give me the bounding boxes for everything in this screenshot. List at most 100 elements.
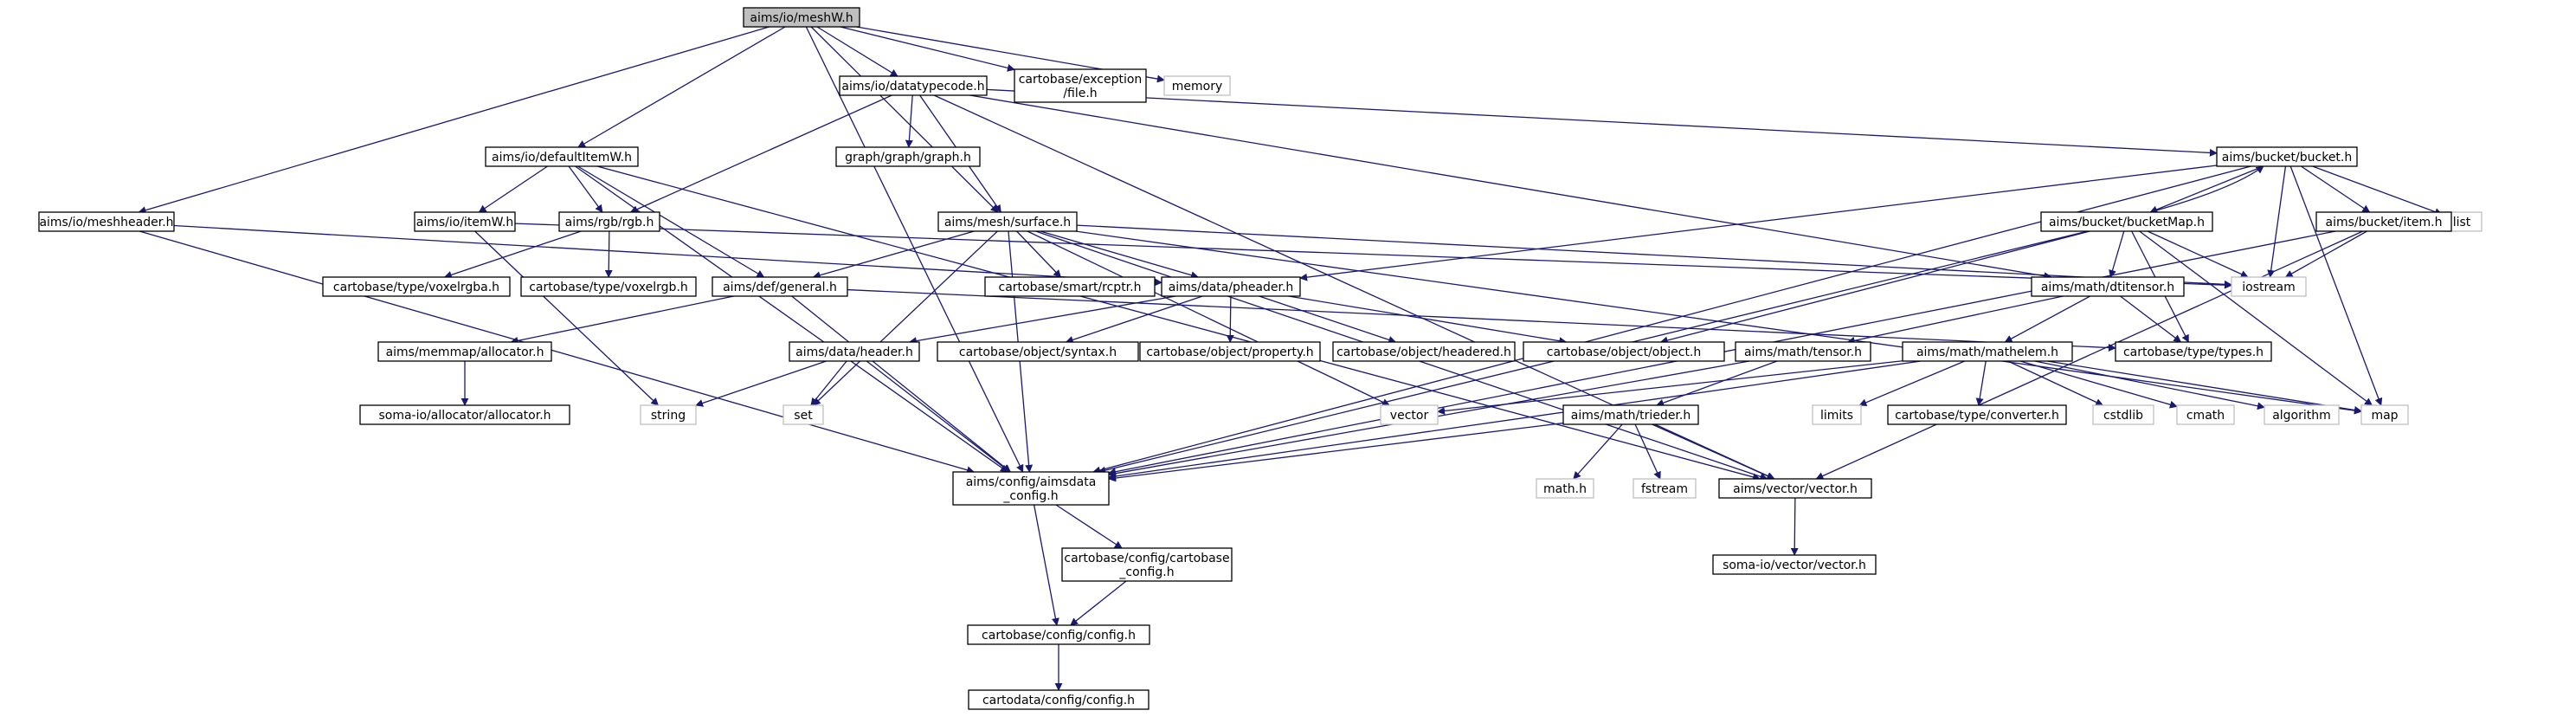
node-label: cartobase/type/converter.h: [1895, 409, 2059, 423]
node-box: [2264, 404, 2340, 425]
node-aims-io-defaultitemw-h[interactable]: aims/io/defaultItemW.h: [485, 146, 639, 167]
node-label: /file.h: [1063, 87, 1097, 100]
node-aims-io-itemw-h[interactable]: aims/io/itemW.h: [414, 211, 516, 232]
edge-surface-to-general: [812, 230, 975, 280]
edge-bucketmap-to-object: [1659, 230, 2090, 345]
node-aims-memmap-allocator-h[interactable]: aims/memmap/allocator.h: [377, 341, 552, 362]
node-aims-def-general-h[interactable]: aims/def/general.h: [712, 276, 848, 297]
node-box: [640, 404, 697, 425]
node-label: cartobase/type/voxelrgb.h: [529, 281, 688, 294]
edge-bucketmap-to-dtitensor: [2109, 230, 2125, 278]
edge-datatypecode-to-dtitensor: [969, 94, 2052, 281]
edge-general-to-aimsdataconfig: [791, 295, 1012, 473]
node-aims-data-header-h[interactable]: aims/data/header.h: [789, 341, 920, 362]
node-aims-io-meshw-h[interactable]: aims/io/meshW.h: [743, 7, 860, 28]
node-cartobase-object-syntax-h[interactable]: cartobase/object/syntax.h: [937, 341, 1139, 362]
node-aims-math-mathelem-h[interactable]: aims/math/mathelem.h: [1902, 341, 2073, 362]
edge-meshheader-to-aimsdataconfig: [138, 230, 975, 475]
node-box: [1633, 478, 1697, 499]
node-aims-math-dtitensor-h[interactable]: aims/math/dtitensor.h: [2031, 276, 2185, 297]
node-vector: vector: [1380, 404, 1439, 425]
node-box: [1061, 547, 1233, 582]
edge-mathelem-to-map: [2047, 360, 2362, 414]
edge-dtitensor-to-mathelem: [2004, 295, 2090, 343]
node-aims-data-pheader-h[interactable]: aims/data/pheader.h: [1161, 276, 1301, 297]
node-aims-rgb-rgb-h[interactable]: aims/rgb/rgb.h: [558, 211, 660, 232]
node-cartobase-exception-file-h[interactable]: cartobase/exception/file.h: [1014, 68, 1147, 103]
node-aims-config-aimsdata-config-h[interactable]: aims/config/aimsdata_config.h: [952, 471, 1110, 506]
edge-header-to-string: [695, 360, 827, 407]
node-cartobase-config-cartobase-config-h[interactable]: cartobase/config/cartobase_config.h: [1061, 547, 1233, 582]
edge-pheader-to-property: [1226, 295, 1234, 343]
edge-surface-to-vector: [1027, 230, 1390, 406]
node-label: aims/io/meshheader.h: [39, 216, 173, 229]
node-aims-bucket-item-h[interactable]: aims/bucket/item.h: [2315, 211, 2452, 232]
node-cartodata-config-config-h[interactable]: cartodata/config/config.h: [968, 689, 1150, 710]
edge-root-to-datatypecode: [816, 26, 898, 77]
node-cartobase-config-config-h[interactable]: cartobase/config/config.h: [967, 624, 1150, 645]
node-label: set: [794, 409, 813, 423]
node-graph-graph-graph-h[interactable]: graph/graph/graph.h: [835, 146, 981, 167]
edge-bucket-to-item: [2301, 165, 2371, 213]
node-aims-vector-vector-h[interactable]: aims/vector/vector.h: [1718, 478, 1872, 499]
node-soma-io-allocator-allocator-h[interactable]: soma-io/allocator/allocator.h: [359, 404, 570, 425]
node-aims-math-tensor-h[interactable]: aims/math/tensor.h: [1735, 341, 1871, 362]
node-label: aims/math/dtitensor.h: [2041, 281, 2174, 294]
node-aims-io-datatypecode-h[interactable]: aims/io/datatypecode.h: [839, 75, 988, 96]
node-cartobase-object-headered-h[interactable]: cartobase/object/headered.h: [1332, 341, 1516, 362]
node-box: [937, 341, 1139, 362]
node-label: cartobase/object/object.h: [1547, 346, 1702, 359]
node-label: aims/math/mathelem.h: [1916, 346, 2058, 359]
node-box: [2315, 211, 2452, 232]
node-label: aims/data/pheader.h: [1169, 281, 1294, 294]
edge-pheader-to-object: [1288, 295, 1568, 346]
node-cartobase-object-property-h[interactable]: cartobase/object/property.h: [1139, 341, 1321, 362]
node-label: string: [651, 409, 686, 423]
node-label: list: [2453, 216, 2471, 229]
node-label: cartobase/config/config.h: [982, 629, 1136, 643]
edge-datatypecode-to-graph: [905, 94, 913, 148]
node-label: aims/bucket/item.h: [2326, 216, 2443, 229]
node-aims-math-trieder-h[interactable]: aims/math/trieder.h: [1562, 404, 1699, 425]
node-label: fstream: [1641, 482, 1688, 496]
edge-bucket-to-bucketmap: [2149, 165, 2264, 214]
edge-general-to-allocator: [510, 295, 734, 345]
node-aims-io-meshheader-h[interactable]: aims/io/meshheader.h: [38, 211, 175, 232]
node-cartobase-smart-rcptr-h[interactable]: cartobase/smart/rcptr.h: [984, 276, 1156, 297]
node-label: aims/math/trieder.h: [1571, 409, 1690, 423]
node-label: _config.h: [1002, 489, 1058, 503]
node-box: [2231, 276, 2307, 297]
node-label: soma-io/vector/vector.h: [1723, 559, 1866, 572]
node-label: cartobase/type/voxelrgba.h: [333, 281, 499, 294]
node-box: [712, 276, 848, 297]
edge-header-to-aimsdataconfig: [866, 360, 1011, 473]
node-cartobase-type-converter-h[interactable]: cartobase/type/converter.h: [1887, 404, 2067, 425]
node-aims-mesh-surface-h[interactable]: aims/mesh/surface.h: [937, 211, 1078, 232]
node-box: [2040, 211, 2213, 232]
edge-dtitensor-to-tensor: [1846, 295, 2064, 345]
node-label: soma-io/allocator/allocator.h: [378, 409, 551, 423]
edge-pheader-to-syntax: [1065, 295, 1203, 344]
edge-root-to-aimsdataconfig: [805, 26, 1024, 473]
node-cartobase-type-voxelrgba-h[interactable]: cartobase/type/voxelrgba.h: [322, 276, 511, 297]
edge-mathelem-to-vector: [1437, 360, 1903, 415]
node-label: aims/mesh/surface.h: [944, 216, 1071, 229]
node-memory: memory: [1163, 75, 1231, 96]
node-soma-io-vector-vector-h[interactable]: soma-io/vector/vector.h: [1712, 554, 1877, 575]
node-box: [377, 341, 552, 362]
node-aims-bucket-bucketmap-h[interactable]: aims/bucket/bucketMap.h: [2040, 211, 2213, 232]
node-cartobase-type-voxelrgb-h[interactable]: cartobase/type/voxelrgb.h: [520, 276, 697, 297]
node-label: limits: [1820, 409, 1853, 423]
node-cartobase-type-types-h[interactable]: cartobase/type/types.h: [2115, 341, 2272, 362]
edge-surface-to-iostream: [1076, 224, 2232, 288]
node-label: aims/bucket/bucket.h: [2222, 151, 2353, 165]
node-label: aims/memmap/allocator.h: [386, 346, 544, 359]
node-box: [743, 7, 860, 28]
node-label: cstdlib: [2103, 409, 2143, 423]
node-label: aims/rgb/rgb.h: [565, 216, 654, 229]
edge-itemw-to-iostream: [514, 223, 2232, 289]
edge-bucket-to-list: [2312, 165, 2443, 216]
node-aims-bucket-bucket-h[interactable]: aims/bucket/bucket.h: [2216, 146, 2358, 167]
node-cartobase-object-object-h[interactable]: cartobase/object/object.h: [1523, 341, 1725, 362]
